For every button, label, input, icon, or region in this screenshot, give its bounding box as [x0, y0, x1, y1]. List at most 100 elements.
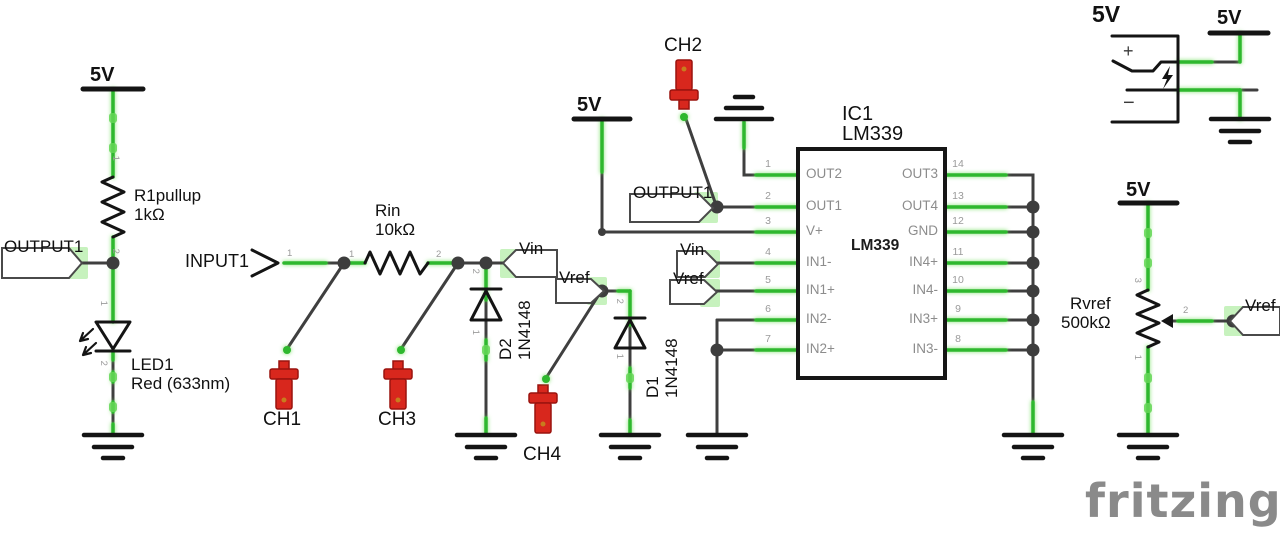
ch3-label: CH3 [378, 409, 417, 430]
ch4-label: CH4 [523, 444, 562, 465]
ic1-pin-number: 8 [955, 333, 961, 345]
rin-pin-number: 2 [436, 249, 442, 260]
ch2-label: CH2 [664, 35, 703, 56]
ic1-pin-label: V+ [806, 223, 823, 238]
net-flag-label: OUTPUT1 [633, 183, 713, 202]
ic1-pin-number: 1 [765, 158, 771, 170]
ground-in2[interactable] [685, 432, 749, 461]
rin-label: Rin [375, 201, 401, 220]
input1-label: INPUT1 [185, 251, 250, 271]
rvref-label: Rvref [1070, 294, 1111, 313]
d2-value: 1N4148 [514, 300, 534, 360]
d2-label: D2 [496, 338, 515, 360]
net-flag-label: Vref [1245, 296, 1276, 315]
net-flag-label: Vref [673, 269, 704, 288]
ic1-pin-label: OUT3 [901, 166, 938, 181]
ground-d1[interactable] [598, 432, 662, 461]
ch1-probe[interactable] [269, 360, 299, 410]
ic1-part: LM339 [842, 123, 904, 145]
ic1-pin-label: IN4- [912, 282, 938, 297]
d2-pin-number: 1 [469, 329, 481, 335]
net-flag-label: Vin [680, 240, 705, 259]
d1-pin-number: 2 [613, 298, 625, 304]
ic1-pin-label: IN1- [806, 254, 832, 269]
led1-pin-number: 2 [97, 360, 109, 366]
ic1-pin-label: OUT2 [806, 166, 843, 181]
ic1-pin-number: 3 [765, 215, 771, 227]
led1-pin-number: 1 [97, 300, 109, 306]
r1-label: R1pullup [134, 186, 202, 205]
diode-d1[interactable] [613, 316, 647, 350]
led1-label: LED1 [131, 355, 174, 374]
potentiometer-rvref[interactable] [1135, 288, 1173, 349]
ic1-pin-number: 11 [952, 246, 964, 258]
d1-label-block: D1 1N4148 [643, 338, 681, 398]
ground-supply[interactable] [1208, 116, 1272, 145]
ic1-pin-label: GND [908, 223, 938, 238]
led1-value: Red (633nm) [131, 374, 231, 393]
supply-minus-label: − [1123, 92, 1135, 114]
rail-label-5v-left: 5V [90, 64, 115, 86]
ic1-pin-number: 7 [765, 333, 771, 345]
rvref-pin-number: 1 [1131, 354, 1143, 360]
ground-bus[interactable] [1001, 432, 1065, 461]
ground-ch2-inverted[interactable] [713, 94, 775, 122]
wire-nubs [109, 113, 1152, 413]
d1-label: D1 [643, 376, 662, 398]
power-supply-symbol[interactable] [1110, 34, 1180, 124]
ground-led[interactable] [81, 432, 145, 461]
ch1-label: CH1 [263, 409, 302, 430]
net-flag-label: Vref [559, 268, 590, 287]
ch4-probe[interactable] [528, 384, 558, 434]
net-flag-label: OUTPUT1 [4, 237, 84, 256]
ground-d2[interactable] [454, 432, 518, 461]
resistor-rin[interactable] [363, 250, 430, 276]
ic1-pin-number: 9 [955, 303, 961, 315]
rin-value: 10kΩ [375, 220, 416, 239]
resistor-r1pullup[interactable] [100, 175, 126, 239]
ic1-center-label: LM339 [851, 237, 900, 254]
ic1-pin-number: 2 [765, 190, 771, 202]
d2-pin-number: 2 [469, 268, 481, 274]
ic1-pin-label: OUT1 [806, 198, 843, 213]
ground-pot[interactable] [1116, 432, 1180, 461]
d1-value: 1N4148 [661, 338, 681, 398]
ic1-pin-label: IN3+ [909, 311, 938, 326]
ch2-probe[interactable] [669, 59, 699, 110]
ic1-pin-label: IN4+ [909, 254, 938, 269]
rin-pin-number: 1 [349, 249, 355, 260]
rail-label-5v-mid: 5V [577, 94, 602, 116]
bolt-icon [1162, 66, 1173, 89]
probe-tips [283, 113, 688, 383]
ic-lm339-body[interactable] [796, 147, 947, 380]
input1-pin-number: 1 [287, 248, 293, 259]
rvref-pin-number: 2 [1183, 305, 1189, 316]
ic1-pin-number: 5 [765, 274, 771, 286]
ic1-pin-label: OUT4 [901, 198, 938, 213]
ic1-pin-number: 14 [952, 158, 964, 170]
supply-plus-label: + [1123, 41, 1134, 61]
led-led1[interactable] [78, 320, 132, 357]
ic1-pin-number: 12 [952, 215, 964, 227]
fritzing-logo: fritzing [1085, 474, 1280, 528]
ch3-probe[interactable] [383, 360, 413, 410]
r1-pin-number: 1 [109, 155, 121, 161]
net-flag-label: Vin [519, 239, 544, 258]
ic1-pin-label: IN2- [806, 311, 832, 326]
d1-pin-number: 1 [613, 353, 625, 359]
rail-label-5v-pot: 5V [1126, 179, 1151, 201]
ic1-pin-number: 10 [952, 274, 964, 286]
r1-pin-number: 2 [109, 248, 121, 254]
input1-connector-icon[interactable] [250, 248, 280, 278]
ic1-pin-number: 6 [765, 303, 771, 315]
ic1-pin-number: 4 [765, 246, 771, 258]
diode-d2[interactable] [469, 287, 503, 322]
ic1-pin-number: 13 [952, 190, 964, 202]
ic1-pin-label: IN2+ [806, 341, 835, 356]
rvref-value: 500kΩ [1061, 313, 1111, 332]
supply-title-5v: 5V [1092, 1, 1121, 27]
rvref-pin-number: 3 [1131, 277, 1143, 283]
rail-label-5v-supply: 5V [1217, 7, 1242, 29]
ic1-pin-label: IN1+ [806, 282, 835, 297]
